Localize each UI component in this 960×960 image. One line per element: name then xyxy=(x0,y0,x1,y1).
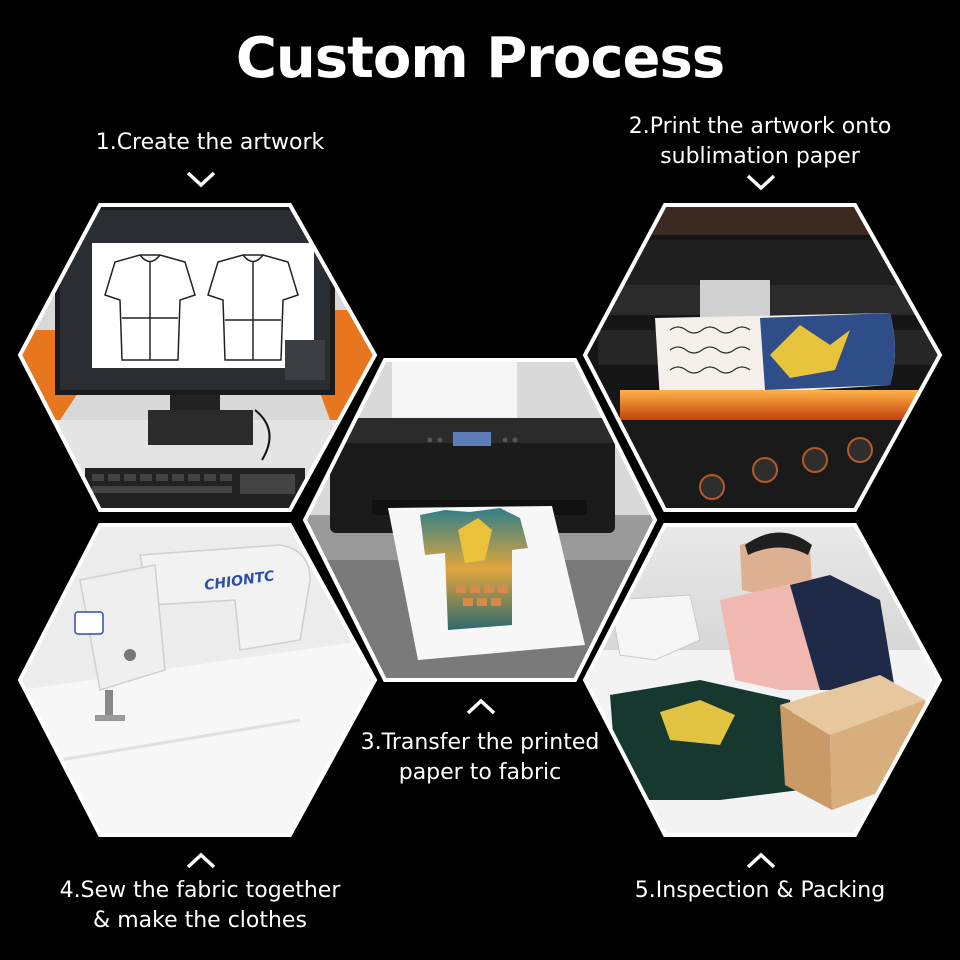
step-3-line-1: 3.Transfer the printed xyxy=(360,730,600,755)
step-5-label: 5.Inspection & Packing xyxy=(600,876,920,906)
chevron-up-icon xyxy=(746,852,776,869)
step-3-label: 3.Transfer the printed paper to fabric xyxy=(330,728,630,788)
chevron-up-icon xyxy=(466,698,496,715)
step-4-line-2: & make the clothes xyxy=(93,908,307,933)
step-4-line-1: 4.Sew the fabric together xyxy=(59,878,341,903)
inspection-packing-image xyxy=(585,525,940,835)
step-3-line-2: paper to fabric xyxy=(398,760,562,785)
chevron-up-icon xyxy=(186,852,216,869)
step-2-line-2: sublimation paper xyxy=(660,144,860,169)
step-2-label: 2.Print the artwork onto sublimation pap… xyxy=(600,112,920,172)
step-5-text: 5.Inspection & Packing xyxy=(634,878,886,903)
computer-monitor-image xyxy=(20,205,375,510)
sublimation-printer-image xyxy=(585,205,940,510)
chevron-down-icon xyxy=(186,171,216,188)
step-1-text: 1.Create the artwork xyxy=(95,130,325,155)
chevron-down-icon xyxy=(746,174,776,191)
sewing-machine-image: CHIONTC xyxy=(20,525,375,835)
page-title: Custom Process xyxy=(235,26,725,91)
step-2-line-1: 2.Print the artwork onto xyxy=(628,114,892,139)
step-1-label: 1.Create the artwork xyxy=(60,128,360,158)
step-4-label: 4.Sew the fabric together & make the clo… xyxy=(40,876,360,936)
